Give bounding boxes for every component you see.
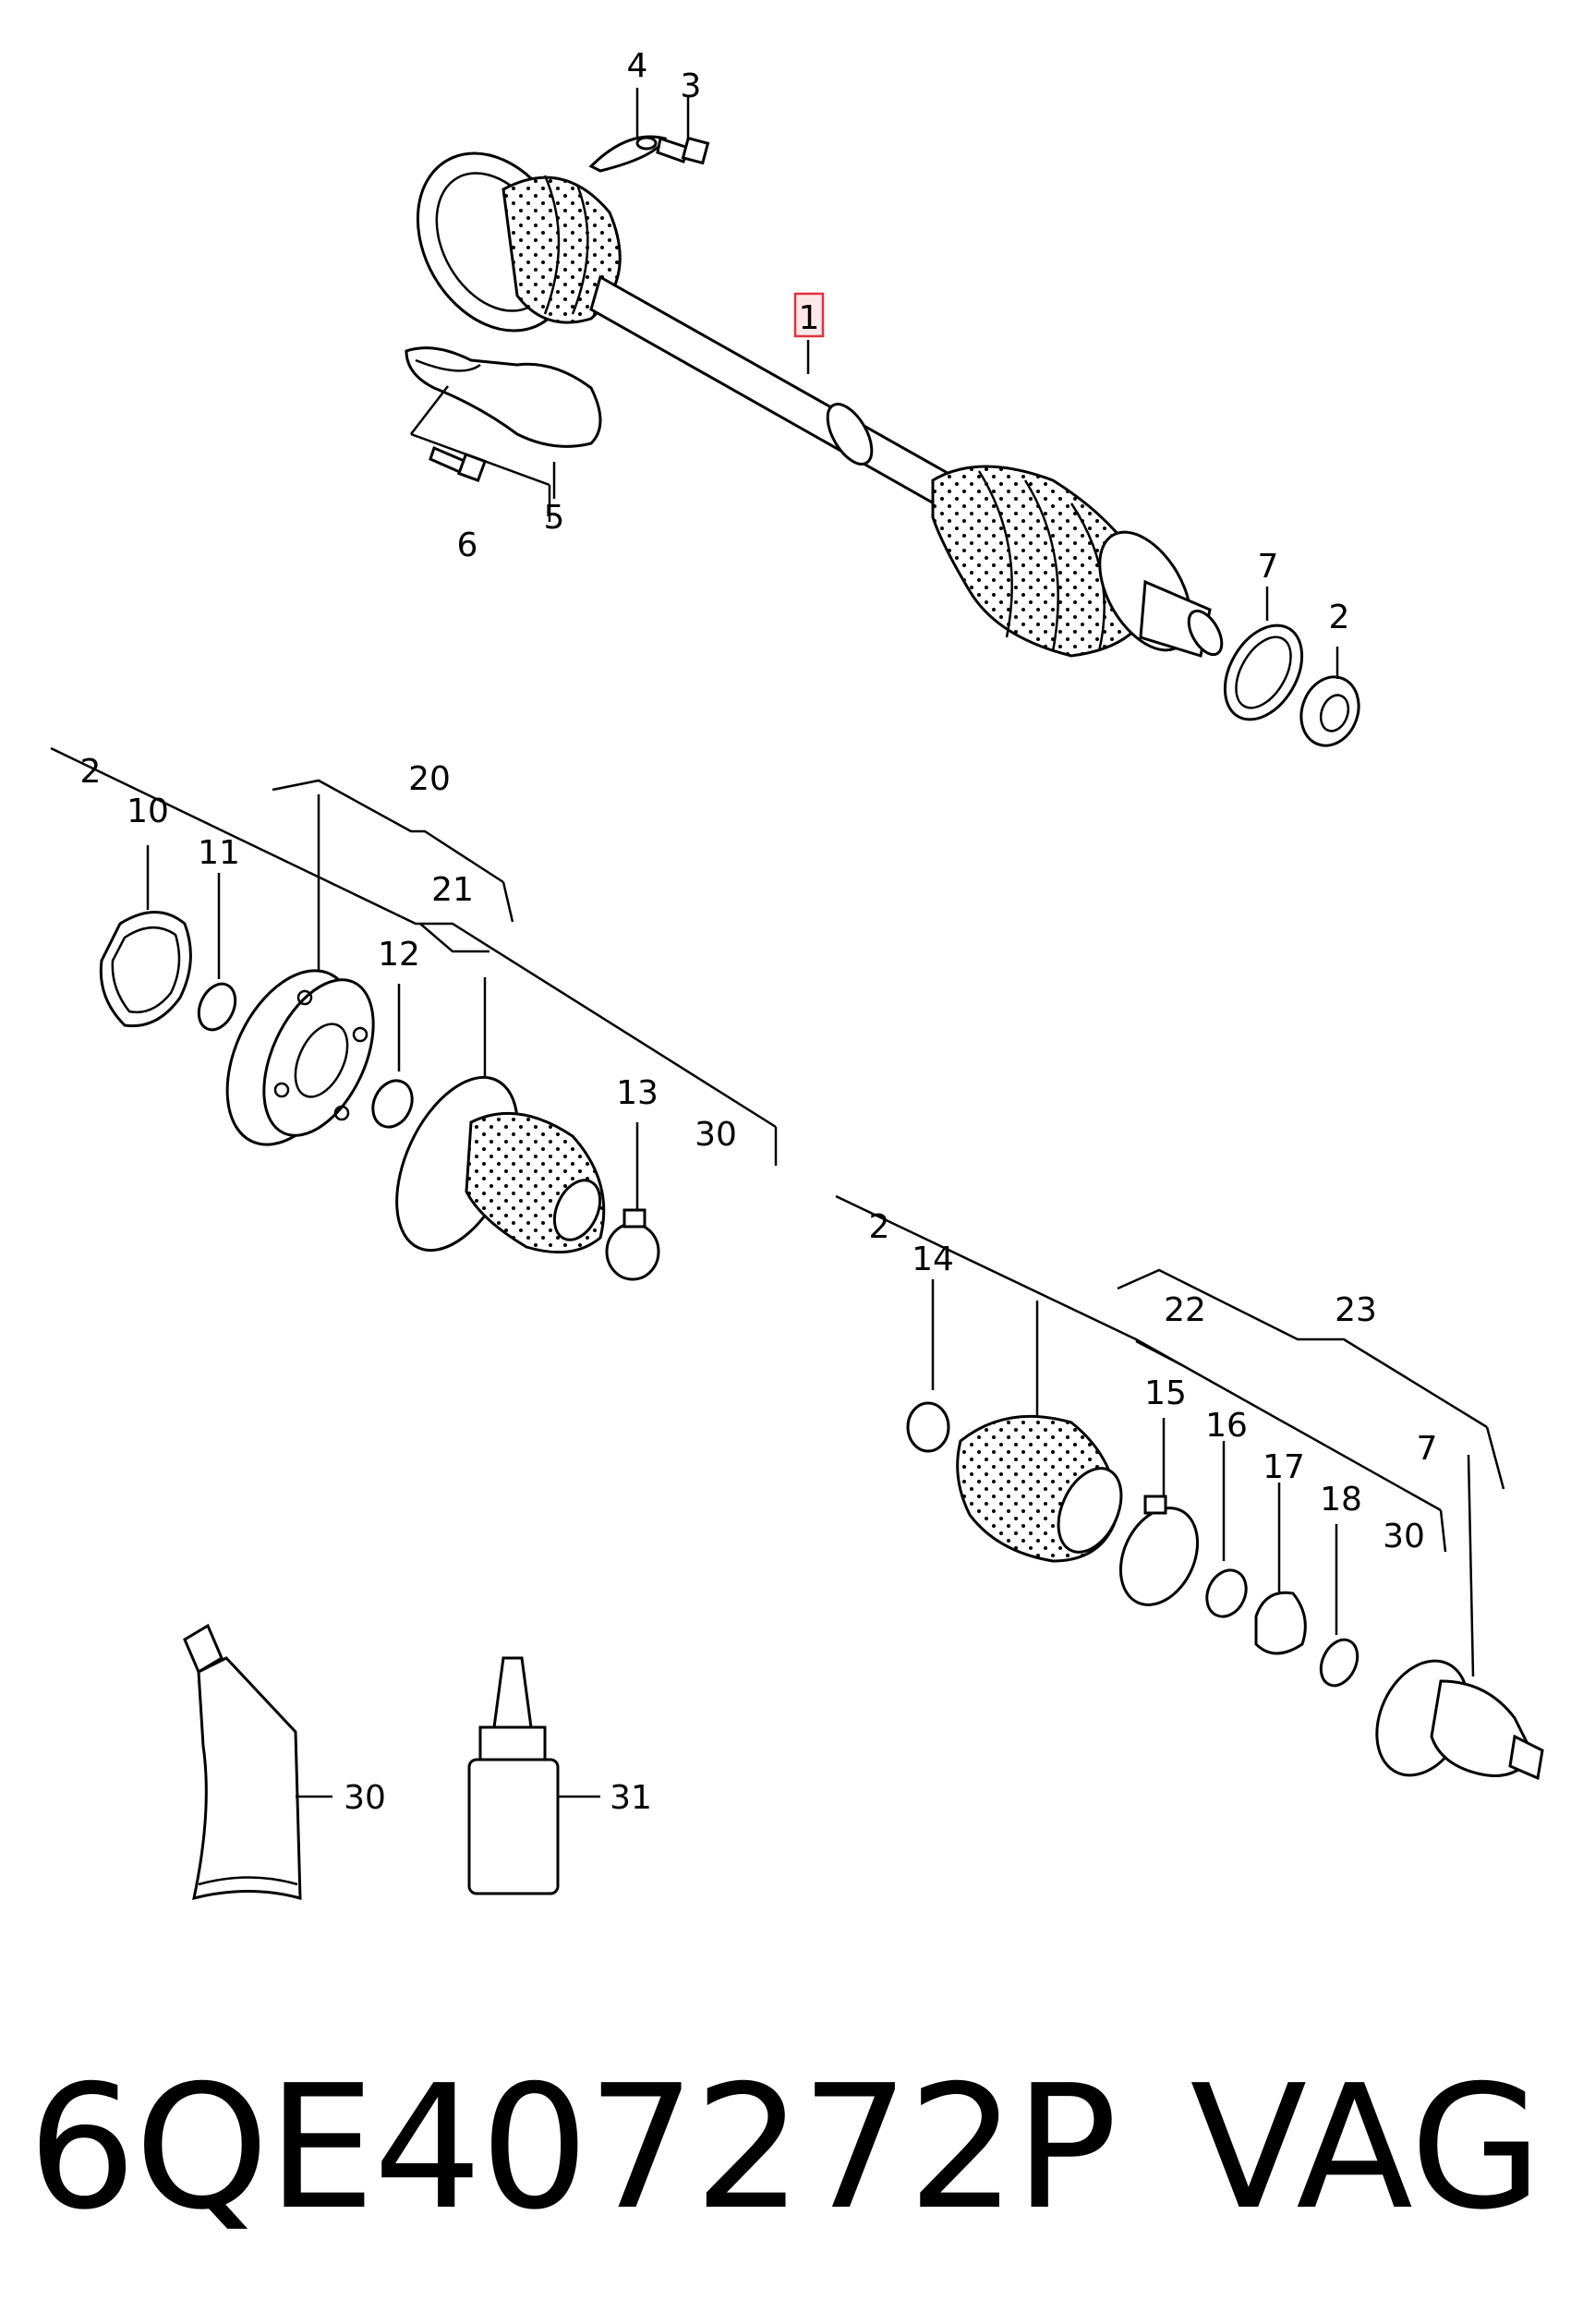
callout-1: 1 bbox=[799, 299, 820, 337]
brand-name: VAG bbox=[1190, 2048, 1542, 2247]
outer-cv-joint bbox=[1375, 1659, 1544, 1781]
ring-part-7 bbox=[1223, 623, 1304, 721]
circlip-part-11 bbox=[197, 982, 237, 1032]
callout-16: 16 bbox=[1205, 1407, 1248, 1445]
callout-6: 6 bbox=[457, 527, 478, 564]
sealant-bottle-part-31 bbox=[467, 1656, 600, 1895]
callout-2-outer-set: 2 bbox=[869, 1208, 890, 1246]
inner-boot-part-21 bbox=[395, 1075, 606, 1254]
callout-3: 3 bbox=[681, 67, 702, 105]
clamp-part-14 bbox=[906, 1401, 950, 1453]
callout-14: 14 bbox=[912, 1241, 954, 1278]
part-number: 6QE407272P bbox=[28, 2048, 1118, 2247]
callout-20: 20 bbox=[408, 760, 451, 798]
callout-13: 13 bbox=[616, 1074, 659, 1112]
callout-30-inner-set: 30 bbox=[695, 1116, 737, 1154]
callout-12: 12 bbox=[378, 936, 420, 974]
callout-31: 31 bbox=[610, 1779, 652, 1817]
washer-part-12 bbox=[371, 1079, 414, 1129]
callout-4: 4 bbox=[627, 47, 648, 85]
callout-2-inner-set: 2 bbox=[80, 753, 102, 791]
outer-joint-brackets bbox=[835, 1194, 1505, 1677]
bolt-part-6 bbox=[429, 445, 488, 483]
retaining-plate-part bbox=[588, 135, 668, 173]
callout-7-outer-set: 7 bbox=[1417, 1430, 1438, 1468]
callout-30-outer-set: 30 bbox=[1383, 1518, 1425, 1555]
clamp-part-13 bbox=[605, 1208, 660, 1281]
callout-23: 23 bbox=[1335, 1291, 1377, 1329]
callout-21: 21 bbox=[431, 871, 474, 909]
callout-2: 2 bbox=[1329, 599, 1350, 636]
nut-part-2 bbox=[1299, 675, 1360, 747]
bolt-part-3 bbox=[656, 136, 710, 165]
callout-1-highlight bbox=[793, 292, 825, 338]
spacer-part-17 bbox=[1254, 1591, 1307, 1655]
gasket-part-10 bbox=[99, 911, 192, 1028]
heat-shield-part bbox=[405, 346, 602, 448]
callout-10: 10 bbox=[127, 793, 169, 830]
inner-joint-brackets bbox=[50, 746, 778, 1215]
exploded-parts-diagram: 4 3 1 5 6 7 2 bbox=[50, 47, 1544, 1901]
callout-15: 15 bbox=[1144, 1374, 1187, 1412]
callout-5: 5 bbox=[544, 499, 565, 537]
callout-18: 18 bbox=[1320, 1481, 1362, 1519]
outer-boot bbox=[956, 1414, 1123, 1563]
drive-shaft-assembly bbox=[416, 151, 1224, 658]
callout-22: 22 bbox=[1164, 1291, 1206, 1329]
grease-tube-part-30 bbox=[183, 1623, 332, 1901]
leader-lines-top bbox=[410, 88, 1339, 679]
callout-7: 7 bbox=[1258, 548, 1279, 586]
footer-caption: 6QE407272P VAG bbox=[28, 2032, 1542, 2263]
inner-cv-joint bbox=[225, 969, 375, 1146]
washer-part-16 bbox=[1205, 1568, 1248, 1618]
callout-11: 11 bbox=[198, 834, 240, 872]
callout-30-grease: 30 bbox=[344, 1779, 386, 1817]
clamp-part-15 bbox=[1118, 1495, 1200, 1606]
callout-17: 17 bbox=[1263, 1448, 1305, 1486]
circlip-part-18 bbox=[1319, 1638, 1360, 1688]
